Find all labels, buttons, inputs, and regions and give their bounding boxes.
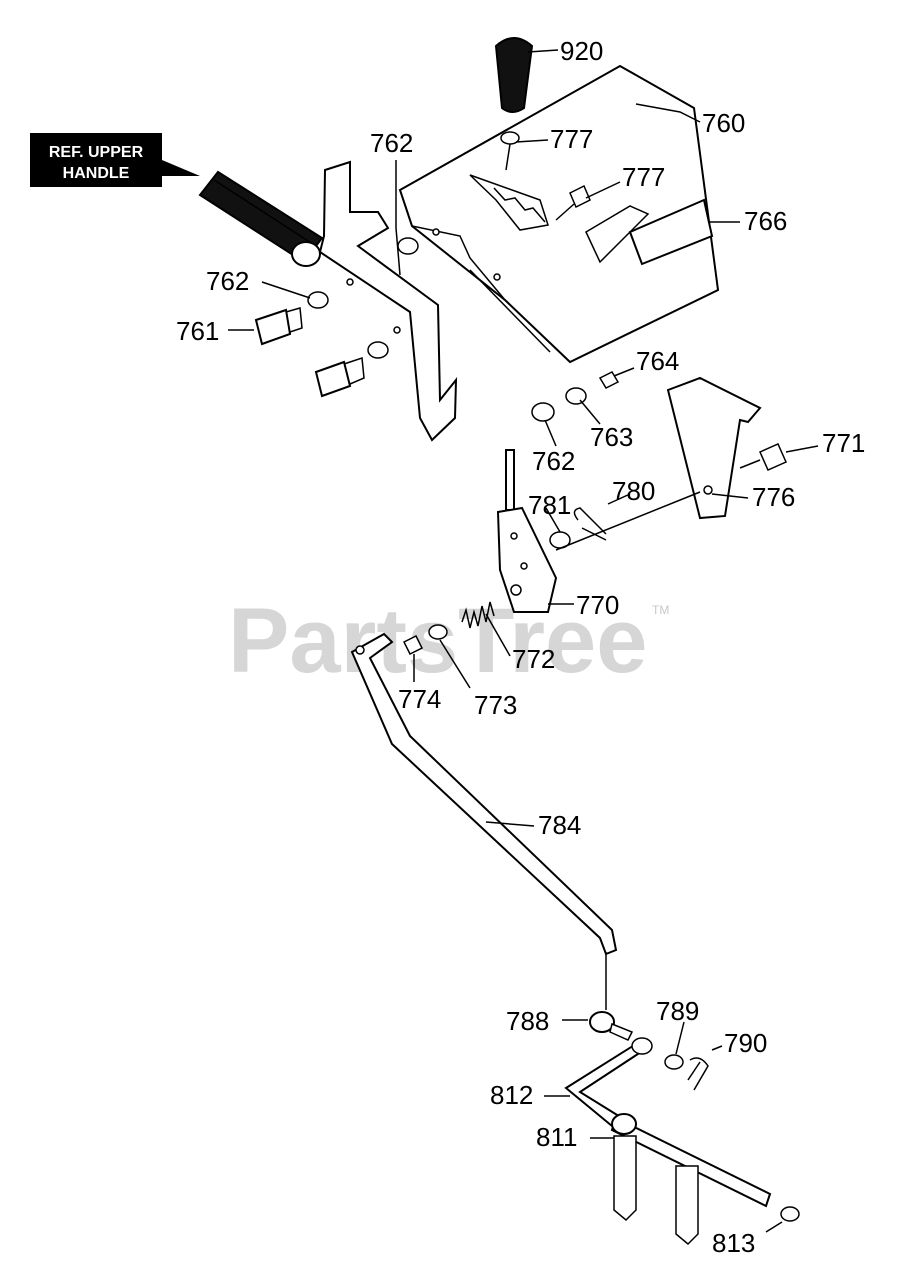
washer-763	[565, 387, 587, 405]
callout-776: 776	[752, 482, 795, 512]
screw-777-side	[555, 184, 591, 221]
callout-760: 760	[702, 108, 745, 138]
nut-774	[402, 634, 424, 656]
link-rod-784[interactable]	[350, 632, 618, 956]
callout-763: 763	[590, 422, 633, 452]
callout-764: 764	[636, 346, 679, 376]
shift-arm-812[interactable]	[564, 1037, 653, 1128]
shift-lever-plate[interactable]	[496, 449, 558, 613]
clip-790	[687, 1057, 709, 1091]
detent-bracket-776[interactable]	[666, 376, 762, 520]
pivot-axis-line	[555, 491, 701, 551]
spring-772	[461, 601, 495, 629]
washer-789	[664, 1054, 684, 1070]
callout-813: 813	[712, 1228, 755, 1258]
leader-lines	[228, 49, 819, 1233]
callout-762-mid: 762	[532, 446, 575, 476]
callout-789: 789	[656, 996, 699, 1026]
shift-cover[interactable]	[398, 64, 720, 364]
callout-762-left: 762	[206, 266, 249, 296]
handle-bracket[interactable]	[318, 160, 458, 442]
callout-777-top: 777	[550, 124, 593, 154]
callout-788: 788	[506, 1006, 549, 1036]
callout-784: 784	[538, 810, 581, 840]
shift-knob[interactable]	[494, 37, 534, 113]
callout-780: 780	[612, 476, 655, 506]
callout-777-side: 777	[622, 162, 665, 192]
upper-handle-grip	[198, 170, 324, 267]
callout-761: 761	[176, 316, 219, 346]
screw-771	[739, 443, 787, 471]
bolt-lower	[314, 341, 389, 398]
indicator-window[interactable]	[585, 198, 714, 266]
ref-box-line2: HANDLE	[63, 165, 130, 182]
nut-764	[598, 371, 620, 389]
callout-770: 770	[576, 590, 619, 620]
watermark-brand: PartsTree	[228, 590, 647, 692]
callout-811: 811	[536, 1122, 577, 1152]
ref-box-line1: REF. UPPER	[49, 144, 144, 161]
callout-781: 781	[528, 490, 571, 520]
callout-762-top: 762	[370, 128, 413, 158]
swivel-788	[589, 1011, 634, 1041]
watermark-trademark: TM	[652, 603, 669, 617]
shift-shaft[interactable]	[610, 1113, 800, 1246]
callout-812: 812	[490, 1080, 533, 1110]
clip-780	[573, 507, 607, 541]
callout-790: 790	[724, 1028, 767, 1058]
callout-766: 766	[744, 206, 787, 236]
callout-772: 772	[512, 644, 555, 674]
screw-777-top	[500, 131, 520, 171]
callout-773: 773	[474, 690, 517, 720]
callout-920: 920	[560, 36, 603, 66]
washer-773	[428, 624, 448, 640]
ref-upper-handle-box: REF. UPPER HANDLE	[30, 133, 200, 187]
callout-774: 774	[398, 684, 441, 714]
washer-762-mid	[531, 402, 555, 422]
washer-762-top	[395, 227, 419, 276]
bolt-761	[254, 291, 329, 346]
callout-771: 771	[822, 428, 865, 458]
